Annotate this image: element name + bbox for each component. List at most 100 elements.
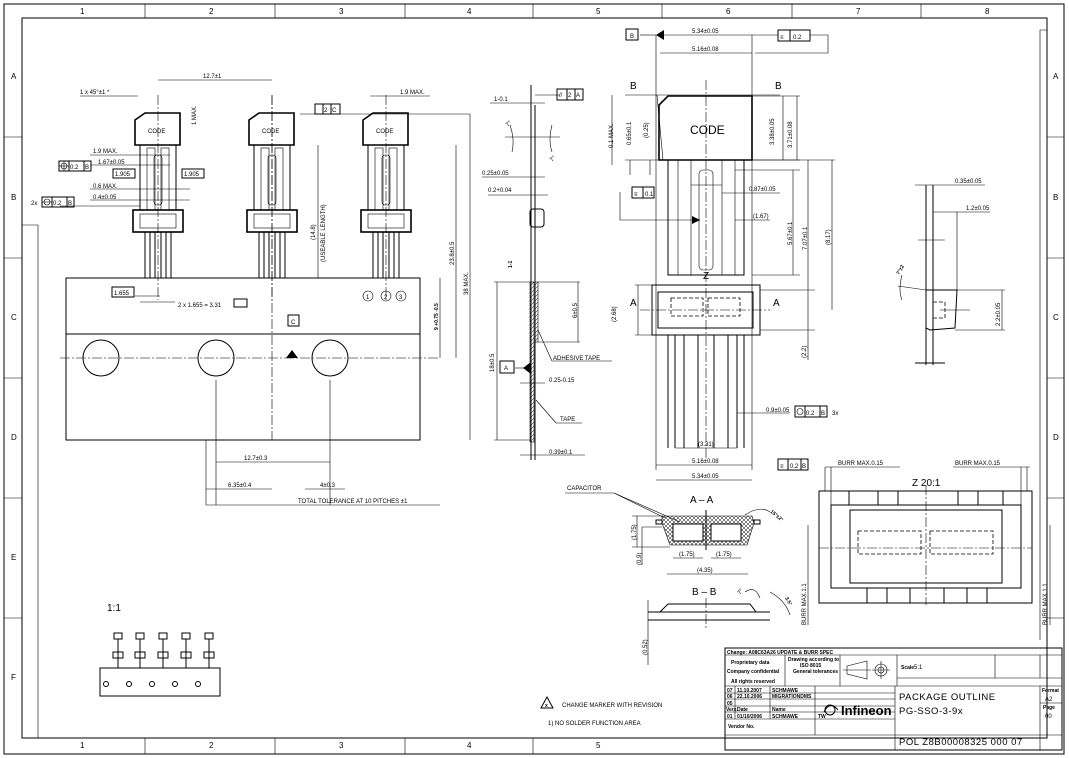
rev-vers: 05 <box>727 701 733 707</box>
detail-z-view: BURR MAX.0.15 BURR MAX.0.15 Z 20:1 BURR … <box>802 461 1051 625</box>
dim-angle-7: 7°±2 <box>896 264 906 276</box>
dim-14-8: (14.8) <box>311 224 317 240</box>
tol-datum: B <box>821 411 825 417</box>
dim-0-25-ref: (0.25) <box>644 122 650 138</box>
tol-value: 2 <box>568 93 572 99</box>
tol-value: 0.2 <box>70 165 79 171</box>
frame-row-d: D <box>11 433 17 442</box>
dim-5-67: 5.67±0.1 <box>788 221 794 245</box>
sprocket-hole <box>82 339 120 377</box>
burr-side-right: BURR MAX.1.1 <box>1043 583 1049 625</box>
code-label-3: CODE <box>376 129 393 135</box>
datum-a: A <box>504 366 508 372</box>
frame-bottom-col-2: 2 <box>209 741 214 750</box>
dim-18: 18±0.5 <box>490 353 496 372</box>
tol-datum: A <box>576 93 580 99</box>
dim-1-1: 1-1 <box>508 261 514 268</box>
dim-aa-h2: (0.9) <box>637 553 643 565</box>
vendor-no-label: Vendor No. <box>728 724 755 730</box>
tol-value: 0.2 <box>806 411 815 417</box>
frame-bottom-col-1: 1 <box>80 741 85 750</box>
rev-name: SCHMAWE <box>772 688 799 694</box>
header-vers: Vers. <box>726 707 739 713</box>
angle-right: 7° <box>549 155 558 164</box>
dim-0-25: 0.25±0.05 <box>482 171 509 177</box>
dim-0-2: 0.2+0.04 <box>488 188 512 194</box>
sensor-outline <box>132 95 184 300</box>
dim-aa-w2: (1.75) <box>716 552 732 558</box>
dim-5-34-bottom: 5.34±0.05 <box>692 474 719 480</box>
page-value: 00 <box>1045 714 1052 720</box>
tape-view: CODE CODE CODE 1 x 45°±1 * 12.7±1 1 MAX. <box>31 74 471 506</box>
symmetry-frame-lead: ≡ 0.1 <box>631 186 655 199</box>
dim-2-68: (2.68) <box>612 306 618 322</box>
angle-left: 7° <box>505 120 514 129</box>
dim-chamfer: 1 x 45°±1 * <box>80 90 110 96</box>
tol-datum: C <box>332 108 337 114</box>
section-b-left: B <box>630 81 637 92</box>
tol-datum: B <box>68 201 72 207</box>
header-name: Name <box>772 707 786 713</box>
dim-0-35: 0.35±0.05 <box>955 179 982 185</box>
dim-0-65: 0.65±0.1 <box>627 121 633 145</box>
tol-value: 0.2 <box>53 201 62 207</box>
frame-bottom-col-3: 3 <box>339 741 344 750</box>
rev-vers: 06 <box>727 694 733 700</box>
general-tolerances-label: General tolerances <box>793 669 838 675</box>
frame-row-d-right: D <box>1053 433 1059 442</box>
dim-pitch: 12.7±1 <box>203 74 222 80</box>
frame-col-2: 2 <box>209 7 214 16</box>
basic-dim-1905-right: 1.905 <box>184 172 200 178</box>
tol-value: 0.2 <box>790 464 799 470</box>
frame-col-1: 1 <box>80 7 85 16</box>
frame-row-a: A <box>11 72 17 81</box>
frame-row-a-right: A <box>1053 72 1059 81</box>
dim-0-87: 0.87±0.05 <box>749 187 776 193</box>
dim-5-16-bottom: 5.16±0.08 <box>692 459 719 465</box>
rev-vers: 07 <box>727 688 733 694</box>
dim-adhesive-thk: 0.25-0.15 <box>549 378 575 384</box>
section-b-right: B <box>775 81 782 92</box>
lead-detail-view: 0.35±0.05 1.2±0.05 7°±2 2.2±0.05 <box>896 179 1005 365</box>
dim-4: 4±0.3 <box>320 483 336 489</box>
scale-value: 5:1 <box>914 665 923 671</box>
position-tolerance-frame-2x: 0.2 B <box>41 196 75 208</box>
pin-2-marker: 2 <box>384 295 388 301</box>
position-icon <box>796 408 804 415</box>
tol-value: 0.1 <box>645 192 654 198</box>
adhesive-tape-label: ADHESIVE TAPE <box>553 356 600 362</box>
dim-aa-total: (4.35) <box>697 568 713 574</box>
scale-label: Scale <box>901 665 914 671</box>
first-name: SCHMAWE <box>772 714 799 720</box>
burr-side-left: BURR MAX.1.1 <box>802 583 808 625</box>
symmetry-icon: ≡ <box>780 464 784 470</box>
first-date: 01/10/2006 <box>737 714 762 720</box>
dim-bb-h: (0.52) <box>643 639 649 655</box>
parallel-icon: // <box>559 93 563 99</box>
frame-row-b: B <box>11 193 16 202</box>
frame-col-5: 5 <box>596 7 601 16</box>
dim-1-2: 1.2±0.05 <box>966 206 990 212</box>
dim-0-1-max: 0.1 MAX. <box>609 123 615 148</box>
rev-date: 22.10.2006 <box>737 694 762 700</box>
carrier-tape <box>65 277 421 441</box>
dim-bb-angle1: 7° <box>737 588 746 597</box>
dim-1-9-max: 1.9 MAX. <box>93 149 118 155</box>
dim-bb-angle2: 3.5° <box>783 596 793 607</box>
side-view: 1-0.1 // 2 A 7° 7° 0.25±0.05 0.2+0.04 1-… <box>482 85 612 460</box>
dim-aa-angle: 15°±2° <box>769 509 784 523</box>
frame-row-c: C <box>11 313 17 322</box>
header-date: Date <box>737 707 748 713</box>
frame-row-c-right: C <box>1053 313 1059 322</box>
infineon-logo: Infineon <box>823 703 892 718</box>
dim-5-16-top: 5.16±0.08 <box>692 47 719 53</box>
position-tolerance-frame: 0.2 B <box>58 160 92 172</box>
detail-z-title: Z 20:1 <box>912 478 941 489</box>
basic-dim-1905-left: 1.905 <box>115 172 131 178</box>
iso-label: ISO 8015 <box>800 663 821 669</box>
capacitor-label: CAPACITOR <box>567 486 602 492</box>
dim-1-max: 1 MAX. <box>192 105 198 125</box>
dim-3-31: (3.31) <box>698 442 714 448</box>
section-a-right: A <box>773 298 780 309</box>
first-vers: 01 <box>727 714 733 720</box>
